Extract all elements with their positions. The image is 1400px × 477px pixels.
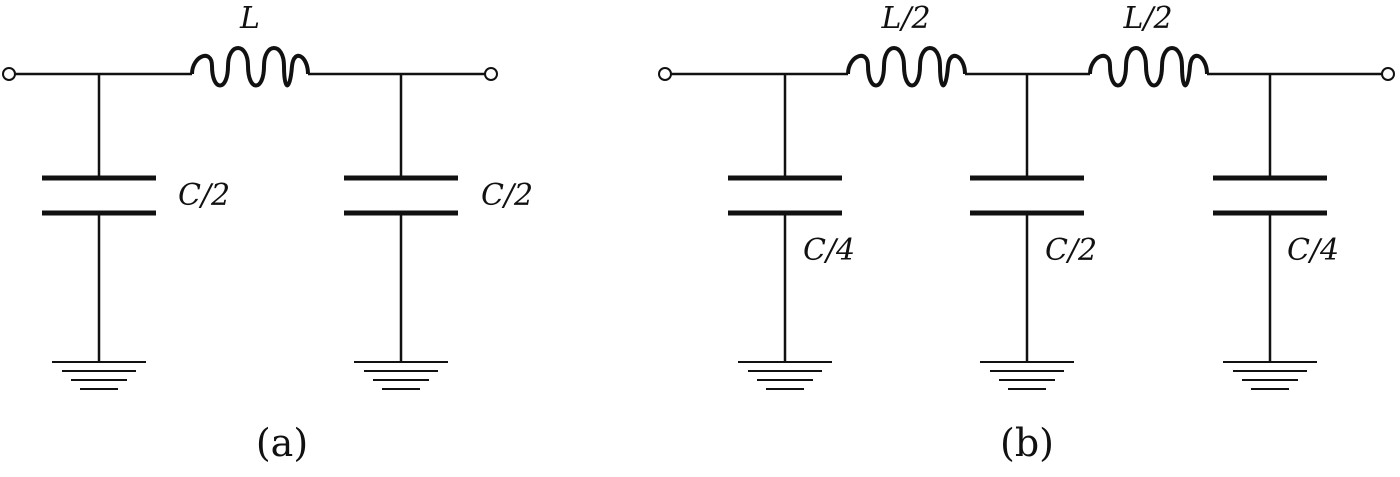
ground-icon xyxy=(738,361,832,390)
inductor-label: L/2 xyxy=(1122,1,1172,36)
open-circle-terminal-icon xyxy=(484,67,498,81)
figure-caption-b: (b) xyxy=(1000,421,1054,465)
capacitor-label: C/4 xyxy=(1287,233,1339,268)
ground-icon xyxy=(980,361,1074,390)
open-circle-terminal-icon xyxy=(2,67,16,81)
figure-caption-a: (a) xyxy=(256,421,308,465)
inductor-label-l: L xyxy=(239,1,260,36)
inductor-coil-icon xyxy=(1088,46,1209,88)
inductor-label: L/2 xyxy=(880,1,930,36)
capacitor-plates-icon xyxy=(344,175,458,216)
capacitor-label: C/2 xyxy=(481,178,533,213)
ground-icon xyxy=(1223,361,1317,390)
figure-a xyxy=(2,46,498,390)
capacitor-label: C/4 xyxy=(803,233,855,268)
capacitor-label: C/2 xyxy=(178,178,230,213)
capacitor-plates-icon xyxy=(1213,175,1327,216)
capacitor-label: C/2 xyxy=(1045,233,1097,268)
ground-icon xyxy=(354,361,448,390)
ground-icon xyxy=(52,361,146,390)
capacitor-plates-icon xyxy=(728,175,842,216)
capacitor-plates-icon xyxy=(970,175,1084,216)
open-circle-terminal-icon xyxy=(1381,67,1395,81)
inductor-coil-icon xyxy=(190,46,310,88)
inductor-coil-icon xyxy=(846,46,967,88)
capacitor-plates-icon xyxy=(42,175,156,216)
figure-b xyxy=(658,46,1395,390)
open-circle-terminal-icon xyxy=(658,67,672,81)
